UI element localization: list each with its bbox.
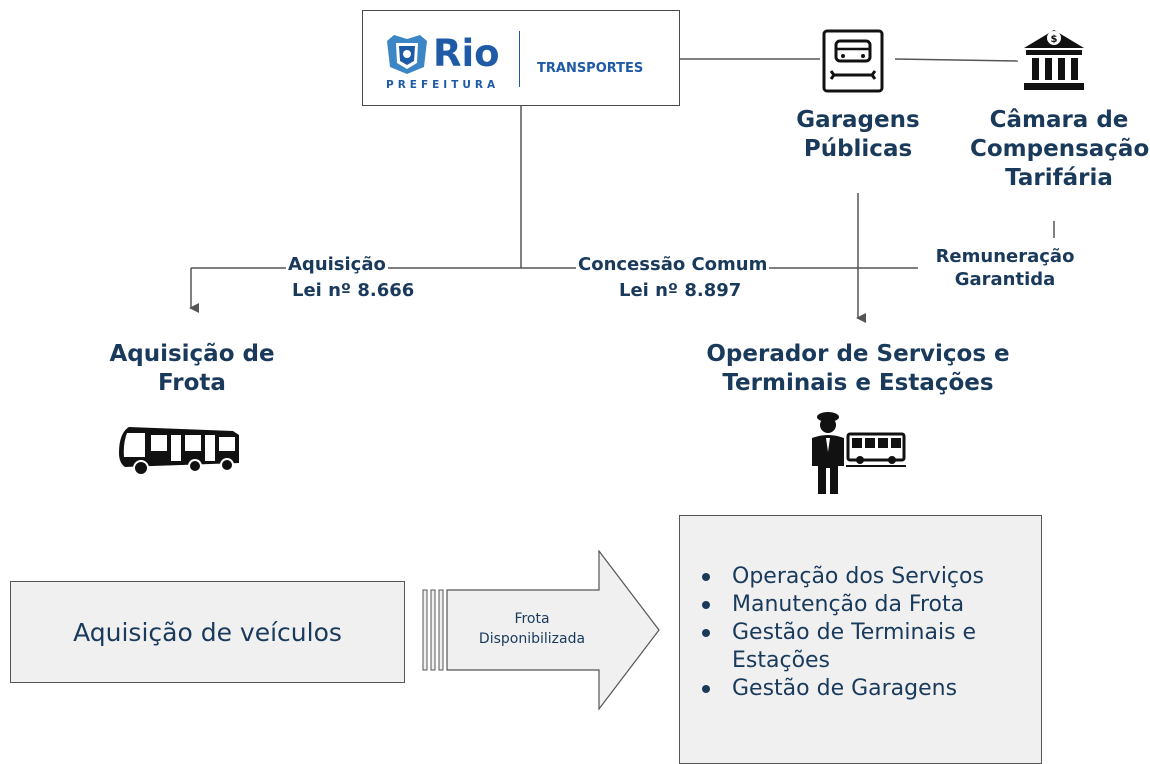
edge-concessao-lei-label: Lei nº 8.897 [617,280,744,303]
edge-aquisicao-lei-label: Lei nº 8.666 [290,280,417,303]
prefeitura-logo-box [362,10,680,106]
rio-crest-icon [387,35,427,74]
edge-remuneracao-label: Remuneração Garantida [918,246,1092,291]
bus-wrench-icon [822,29,884,93]
list-item: Operação dos Serviços [702,563,1032,591]
list-item: Gestão de Garagens [702,675,1032,703]
operador-servicos-label: Operador de Serviços e Terminais e Estaç… [706,341,1010,396]
list-item: Manutenção da Frota [702,591,1032,619]
edge-aquisicao-label: Aquisição [286,254,388,277]
frota-disponibilizada-label: Frota Disponibilizada [478,611,586,647]
articulated-bus-icon [119,427,239,476]
frota-arrow [422,550,660,711]
logo-rio-text: Rio [433,32,500,75]
list-item: Gestão de Terminais e Estações [702,619,1032,675]
logo-divider [519,31,520,87]
logo-transportes-text: TRANSPORTES [537,61,644,76]
camara-compensacao-label: Câmara de Compensação Tarifária [970,107,1150,191]
aquisicao-frota-label: Aquisição de Frota [109,341,275,396]
edge-concessao-label: Concessão Comum [576,254,770,277]
aquisicao-veiculos-box [10,581,405,683]
bank-dollar-icon: $ [1024,30,1084,90]
driver-with-bus-icon [812,412,906,494]
svg-text:$: $ [1051,34,1058,45]
operations-box [679,515,1042,764]
aquisicao-veiculos-text: Aquisição de veículos [73,617,342,647]
operations-list: Operação dos Serviços Manutenção da Frot… [702,563,1032,703]
logo-prefeitura-text: PREFEITURA [386,79,500,91]
garagens-publicas-label: Garagens Públicas [796,107,920,162]
